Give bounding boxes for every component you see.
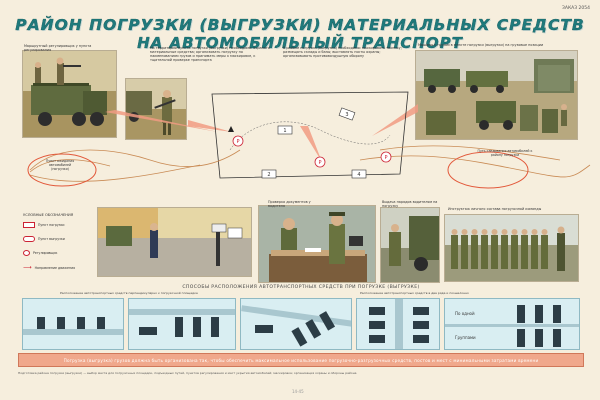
photo-panel-office <box>258 205 376 283</box>
photo-panel-top-left-2 <box>125 78 187 140</box>
checkpoint-illustration <box>98 208 251 276</box>
truck-guard-illustration <box>23 51 116 137</box>
title-line-1: РАЙОН ПОГРУЗКИ (ВЫГРУЗКИ) МАТЕРИАЛЬНЫХ С… <box>15 16 585 34</box>
scheme-caption-right: Расположение автотранспортных средств в … <box>360 291 469 295</box>
svg-text:Р: Р <box>318 160 321 166</box>
scheme-panel-2 <box>128 298 236 350</box>
svg-text:Р: Р <box>384 155 387 161</box>
svg-text:1: 1 <box>283 128 286 134</box>
caption-top-center-right: В районе погрузки (выгрузки) необходимо:… <box>283 46 402 58</box>
direction-arrow-icon: ⟶ <box>23 264 32 271</box>
schemes-title: СПОСОБЫ РАСПОЛОЖЕНИЯ АВТОТРАНСПОРТНЫХ СР… <box>182 285 420 290</box>
photo-panel-formation <box>444 214 579 282</box>
title-line-2: НА АВТОМОБИЛЬНЫЙ ТРАНСПОРТ <box>137 34 463 52</box>
scheme-panel-4 <box>356 298 440 350</box>
scheme-3-diagram <box>241 305 351 347</box>
scheme-panel-3 <box>240 298 352 350</box>
office-documents-illustration <box>259 206 375 282</box>
caption-right-mid: Путь следования автомобилей к району пог… <box>477 149 533 157</box>
traffic-controller-icon <box>23 250 30 256</box>
loading-area-diagram: Р Р Р 1 3 2 4 <box>27 91 591 189</box>
legend-item-4: ⟶ Направление движения <box>23 264 76 271</box>
caption-mid-c: Инструктаж личного состава погрузочной к… <box>448 207 542 211</box>
caption-mid-b: Выдача нарядов водителям на погрузку <box>382 200 438 208</box>
caption-top-center: На территории пункта погрузки (выгрузки)… <box>150 46 270 62</box>
photo-panel-top-right <box>415 50 578 140</box>
scheme-5-diagram: По одной Группами <box>445 305 579 347</box>
photo-panel-guard-right <box>380 207 440 283</box>
page-number: 14-45 <box>292 389 304 394</box>
legend-item-2: Пункт выгрузки <box>23 236 65 242</box>
scheme-1-diagram <box>23 317 123 335</box>
caption-left-mid: Пункт ожидания автомобилей (погрузки) <box>45 159 75 171</box>
legend-item-3: Регулировщик <box>23 250 57 256</box>
caption-top-left: Маршрутный регулировщик у пункта регулир… <box>24 44 92 52</box>
loading-point-icon <box>23 222 35 228</box>
scheme-2-diagram <box>129 309 235 337</box>
svg-text:4: 4 <box>357 172 360 178</box>
scheme-caption-left: Расположение автотранспортных средств пе… <box>60 291 198 295</box>
principle-band: Погрузка (выгрузка) грузов должна быть о… <box>18 353 584 367</box>
svg-text:2: 2 <box>267 172 270 178</box>
guard-truck-illustration <box>381 208 439 282</box>
scheme-4-diagram <box>369 299 429 349</box>
photo-panel-top-left <box>22 50 117 138</box>
bottom-notes: Подготовка района погрузки (выгрузки) — … <box>18 371 357 375</box>
legend-item-1: Пункт погрузки <box>23 222 64 228</box>
scheme-label-b: Группами <box>455 335 476 340</box>
warehouse-trucks-illustration <box>416 51 577 139</box>
scheme-panel-1 <box>22 298 124 350</box>
legend-title: УСЛОВНЫЕ ОБОЗНАЧЕНИЯ <box>23 213 74 217</box>
soldiers-formation-illustration <box>445 215 578 281</box>
svg-text:3: 3 <box>345 112 348 118</box>
caption-mid-a: Проверка документов у водителя <box>268 200 311 208</box>
svg-text:Р: Р <box>236 139 239 145</box>
scheme-panel-5: По одной Группами <box>444 298 580 350</box>
caption-top-right: Машины с грузом в пункте погрузки (выгру… <box>418 43 544 47</box>
unloading-point-icon <box>23 236 35 242</box>
poster-code: ЗАКАЗ 2054 <box>561 6 590 11</box>
scheme-label-a: По одной <box>455 311 475 316</box>
photo-panel-checkpoint <box>97 207 252 277</box>
